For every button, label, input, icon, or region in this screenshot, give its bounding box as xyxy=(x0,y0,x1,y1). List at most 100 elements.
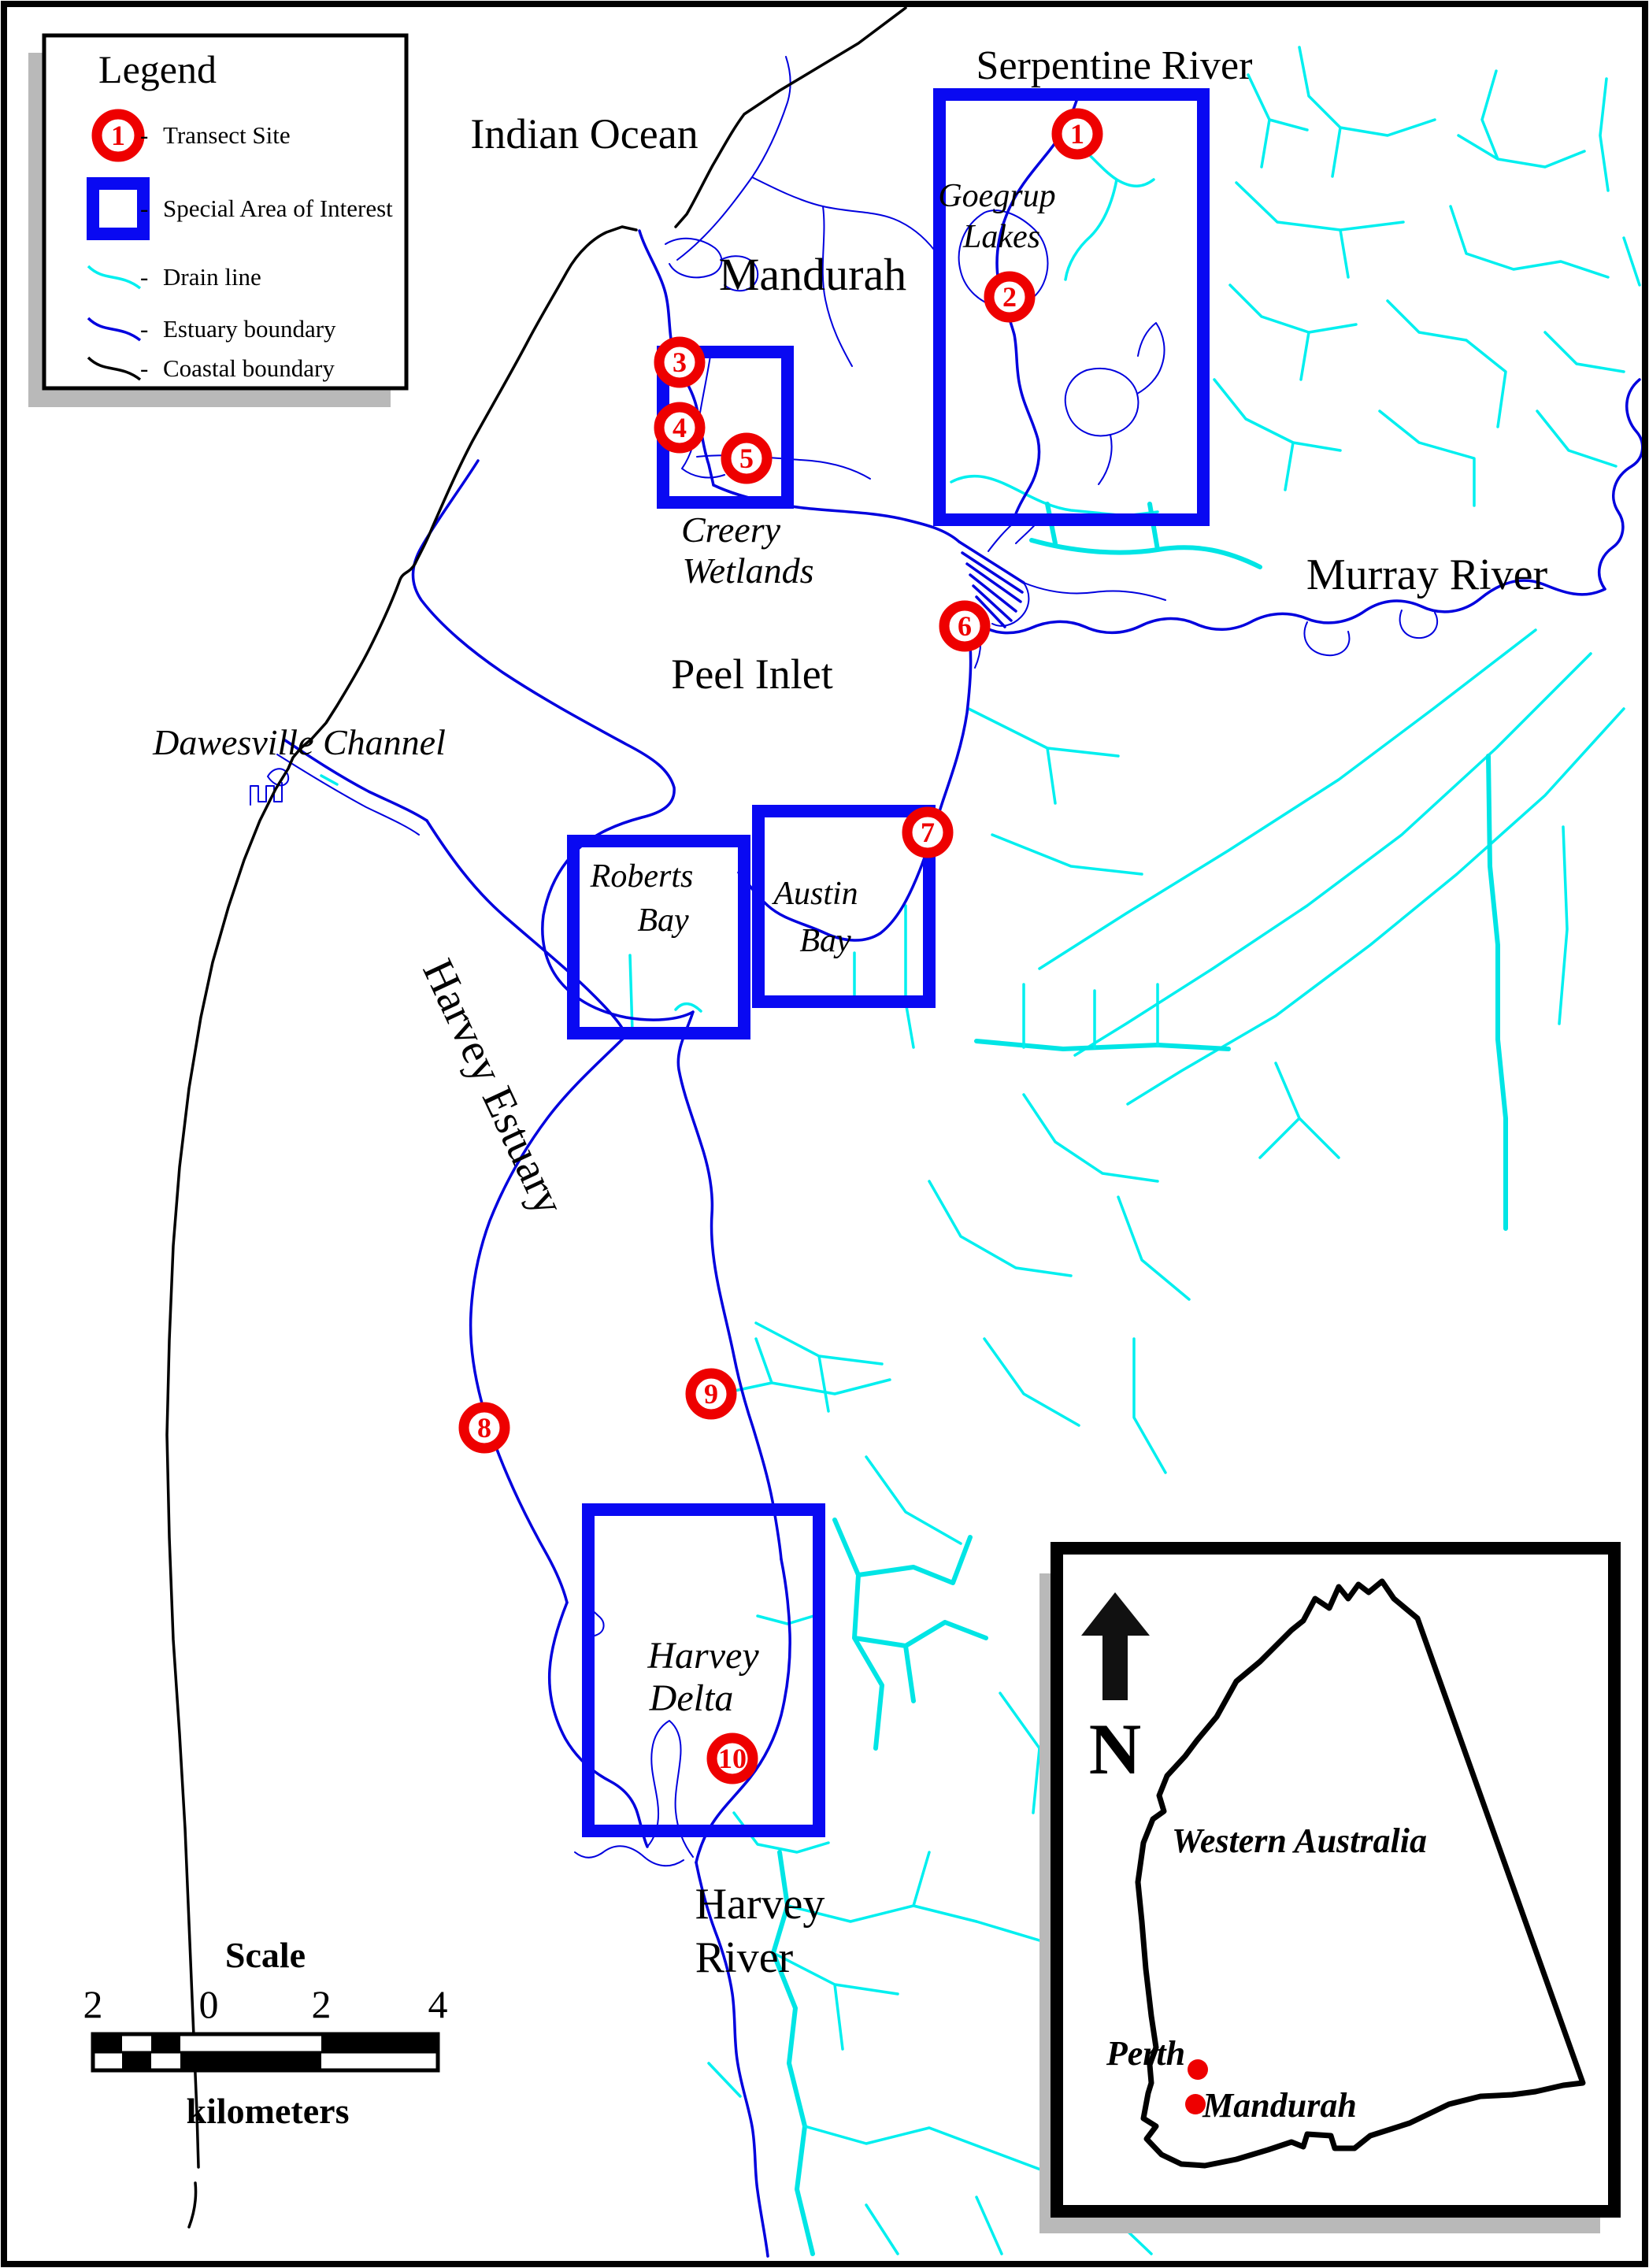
scale-bar-cells xyxy=(93,2034,438,2070)
place-label-indian-ocean: Indian Ocean xyxy=(470,110,698,158)
place-label-harvey-delta-1: Harvey xyxy=(647,1635,759,1677)
transect-site-2: 2 xyxy=(984,271,1036,323)
place-label-creery-wetlands-1: Creery xyxy=(681,510,781,550)
inset-region-label: Western Australia xyxy=(1172,1821,1427,1860)
place-label-goegrup-lakes-2: Lakes xyxy=(962,219,1040,255)
special-area-icon xyxy=(87,177,150,240)
drain-line-icon xyxy=(87,265,142,290)
special-area-roberts-bay-area xyxy=(567,835,750,1040)
place-label-harvey-delta-2: Delta xyxy=(649,1677,734,1719)
transect-site-number: 7 xyxy=(921,817,935,848)
place-label-creery-wetlands-2: Wetlands xyxy=(683,550,814,591)
transect-site-8: 8 xyxy=(458,1402,510,1454)
transect-site-4: 4 xyxy=(654,402,706,454)
scale-tick-0: 2 xyxy=(83,1982,103,2026)
place-label-harvey-estuary: Harvey Estuary xyxy=(413,952,573,1222)
transect-site-number: 10 xyxy=(718,1743,747,1774)
city-dot xyxy=(1188,2059,1208,2080)
transect-site-number: 9 xyxy=(704,1378,718,1410)
legend-item-label: Estuary boundary xyxy=(163,315,336,343)
place-label-goegrup-lakes-1: Goegrup xyxy=(938,178,1055,214)
transect-site-number: 8 xyxy=(477,1412,491,1443)
special-area-harvey-delta-area xyxy=(582,1503,825,1837)
transect-site-icon-number: 1 xyxy=(111,120,125,151)
transect-site-ring xyxy=(939,600,991,652)
transect-site-number: 5 xyxy=(739,443,754,474)
legend-item-transect-site: 1-Transect Site xyxy=(91,109,291,162)
legend-item-label: Drain line xyxy=(163,263,261,291)
legend-title: Legend xyxy=(98,47,217,91)
transect-site-ring xyxy=(654,402,706,454)
place-label-roberts-bay-2: Bay xyxy=(637,902,689,939)
transect-site-ring xyxy=(902,806,954,858)
legend-item-dash: - xyxy=(140,354,148,382)
transect-site-1: 1 xyxy=(1051,108,1103,160)
place-label-mandurah: Mandurah xyxy=(719,249,906,300)
north-label: N xyxy=(1089,1709,1141,1789)
special-area-austin-bay-area xyxy=(752,805,936,1008)
legend-item-special-area: -Special Area of Interest xyxy=(87,177,393,240)
city-label: Mandurah xyxy=(1202,2086,1357,2125)
transect-site-5: 5 xyxy=(721,432,773,484)
scale-title: Scale xyxy=(225,1935,306,1975)
place-label-murray-river: Murray River xyxy=(1306,550,1548,599)
city-label: Perth xyxy=(1106,2034,1185,2073)
transect-site-9: 9 xyxy=(685,1368,737,1420)
transect-site-ring xyxy=(1051,108,1103,160)
transect-site-number: 1 xyxy=(1070,118,1084,150)
place-label-serpentine-river: Serpentine River xyxy=(976,43,1253,88)
transect-site-ring xyxy=(685,1368,737,1420)
legend-item-drain-line: -Drain line xyxy=(87,263,261,291)
legend-item-label: Transect Site xyxy=(163,121,291,149)
place-label-harvey-river-2: River xyxy=(695,1933,794,1982)
transect-site-10: 10 xyxy=(706,1732,758,1784)
place-label-austin-bay-1: Austin xyxy=(771,876,858,912)
place-label-roberts-bay-1: Roberts xyxy=(590,858,694,895)
inset-box xyxy=(1051,1542,1621,2218)
city-dot xyxy=(1185,2094,1206,2114)
north-arrow-icon xyxy=(1081,1592,1150,1700)
inset-city-perth: Perth xyxy=(1106,2034,1208,2080)
transect-site-number: 3 xyxy=(673,346,687,378)
legend-item-dash: - xyxy=(140,315,148,343)
place-label-harvey-river-1: Harvey xyxy=(695,1880,825,1929)
legend-box xyxy=(42,33,409,391)
inset-city-mandurah: Mandurah xyxy=(1185,2086,1357,2125)
place-label-dawesville-channel: Dawesville Channel xyxy=(152,722,446,762)
scale-tick-1: 0 xyxy=(199,1982,219,2026)
estuary-boundary-lines xyxy=(250,56,1644,2258)
scale-unit: kilometers xyxy=(187,2091,350,2131)
place-label-peel-inlet: Peel Inlet xyxy=(671,650,832,698)
coastal-boundary-line xyxy=(165,6,907,2229)
transect-site-icon xyxy=(91,109,145,162)
legend-item-dash: - xyxy=(140,263,148,291)
transect-site-number: 4 xyxy=(673,412,687,443)
legend-item-label: Special Area of Interest xyxy=(163,195,393,222)
transect-site-number: 2 xyxy=(1002,281,1017,313)
transect-site-7: 7 xyxy=(902,806,954,858)
legend-item-dash: - xyxy=(140,195,148,222)
transect-site-ring xyxy=(458,1402,510,1454)
western-australia-outline xyxy=(1135,1578,1586,2169)
transect-site-6: 6 xyxy=(939,600,991,652)
coastal-line-icon xyxy=(87,356,142,381)
place-label-austin-bay-2: Bay xyxy=(799,923,851,959)
transect-site-ring xyxy=(721,432,773,484)
legend-item-label: Coastal boundary xyxy=(163,354,335,382)
scale-tick-2: 2 xyxy=(312,1982,332,2026)
transect-site-3: 3 xyxy=(654,336,706,388)
scale-tick-3: 4 xyxy=(428,1982,448,2026)
transect-site-ring xyxy=(984,271,1036,323)
estuary-line-icon xyxy=(87,317,142,342)
legend-item-coastal-boundary: -Coastal boundary xyxy=(87,354,335,382)
special-area-goegrup-lakes-area xyxy=(933,88,1210,526)
legend-item-dash: - xyxy=(140,121,148,149)
transect-site-ring xyxy=(706,1732,758,1784)
transect-site-number: 6 xyxy=(958,610,972,642)
